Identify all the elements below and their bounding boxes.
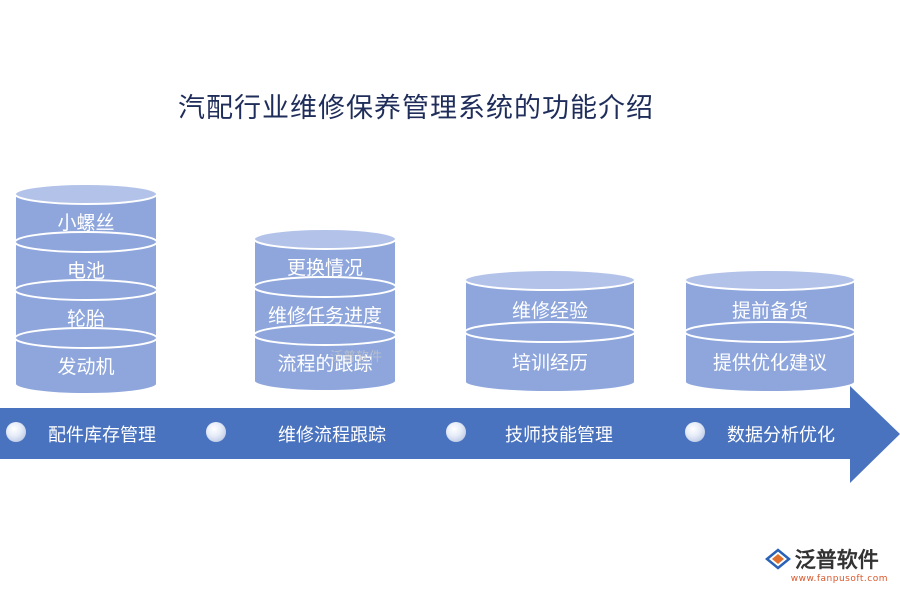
page-title: 汽配行业维修保养管理系统的功能介绍: [178, 93, 654, 124]
fanpu-logo-icon: [764, 548, 791, 570]
cylinder-label: 发动机: [57, 356, 115, 378]
timeline-dot: [206, 422, 226, 442]
cylinder-layer: 提供优化建议: [684, 321, 856, 394]
cylinder-shape: [253, 324, 397, 392]
cylinder-label: 维修经验: [511, 300, 588, 322]
cylinder-label: 提前备货: [731, 300, 808, 322]
cylinder-layer: 流程的跟踪: [253, 324, 397, 393]
logo-url: www.fanpusoft.com: [790, 574, 888, 584]
cylinder-label: 培训经历: [511, 352, 588, 374]
cylinder-stack: 更换情况维修任务进度流程的跟踪: [253, 228, 397, 393]
cylinder-label: 维修任务进度: [267, 305, 382, 327]
category-label: 维修流程跟踪: [278, 425, 386, 446]
cylinder-stack: 小螺丝电池轮胎发动机: [14, 183, 158, 396]
timeline-dot: [685, 422, 705, 442]
cylinder-label: 提供优化建议: [712, 352, 827, 374]
cylinder-layer: 培训经历: [464, 321, 636, 394]
cylinder-stack: 提前备货提供优化建议: [684, 269, 856, 394]
logo-name: 泛普软件: [794, 548, 879, 572]
cylinder-shape: [464, 321, 636, 393]
category-label: 数据分析优化: [727, 425, 835, 446]
cylinder-label: 小螺丝: [57, 212, 115, 234]
timeline-dot: [446, 422, 466, 442]
cylinder-label: 更换情况: [286, 257, 363, 279]
cylinder-stack: 维修经验培训经历: [464, 269, 636, 394]
category-label: 技师技能管理: [505, 425, 613, 446]
cylinder-layer: 发动机: [14, 327, 158, 396]
cylinder-label: 轮胎: [66, 308, 105, 330]
cylinder-shape: [14, 327, 158, 395]
category-label: 配件库存管理: [48, 425, 156, 446]
cylinder-shape: [684, 321, 856, 393]
watermark: 泛普软件: [330, 350, 383, 365]
brand-logo: 泛普软件 www.fanpusoft.com: [764, 544, 888, 584]
cylinder-label: 电池: [66, 260, 105, 282]
cylinder-label: 流程的跟踪: [277, 353, 373, 375]
timeline-dot: [6, 422, 26, 442]
